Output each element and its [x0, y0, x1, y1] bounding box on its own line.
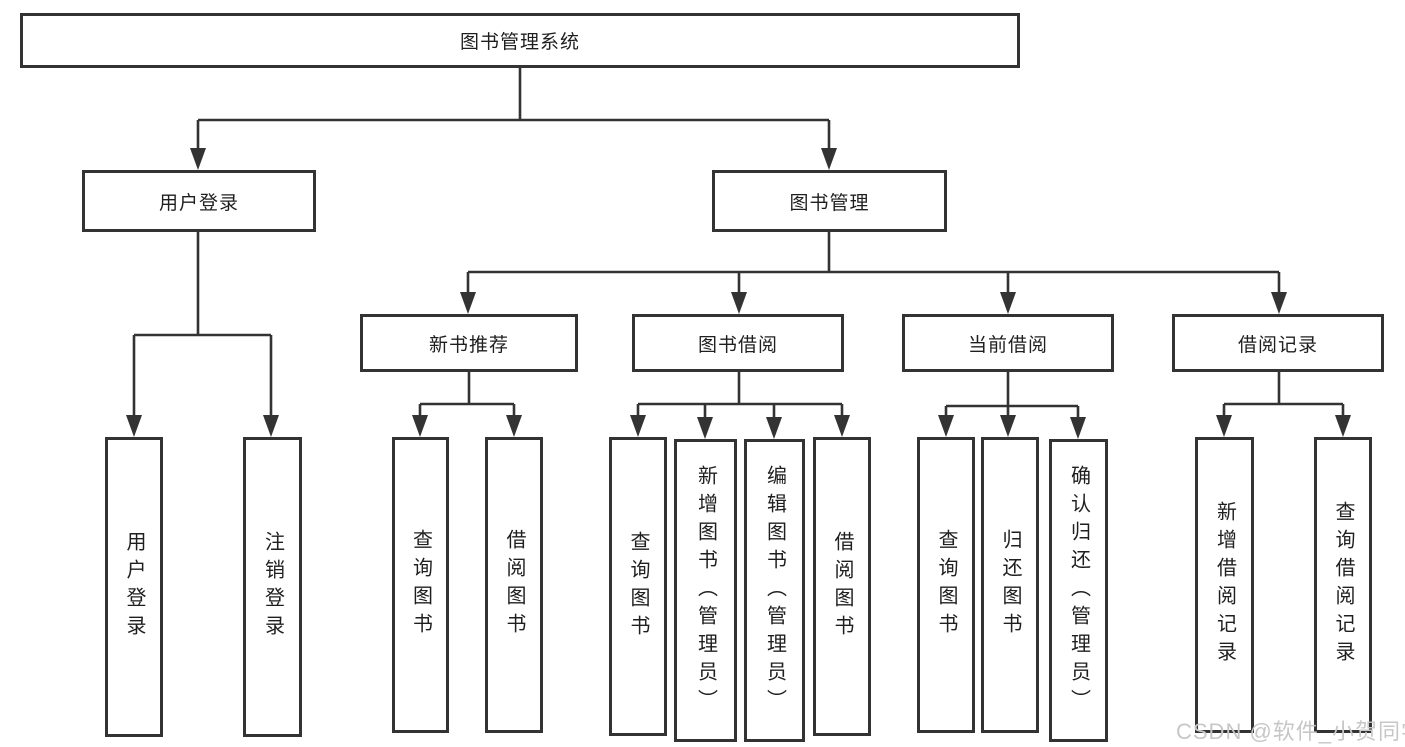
leaf-return-books: 归还图书 [981, 437, 1039, 733]
arrowhead-icon [697, 417, 713, 439]
node-book-management: 图书管理 [712, 170, 947, 232]
arrowhead-icon [834, 415, 850, 437]
leaf-query-books-recommend: 查询图书 [392, 437, 449, 733]
arrowhead-icon [630, 415, 646, 437]
arrowhead-icon [1000, 292, 1016, 314]
node-new-book-recommend: 新书推荐 [360, 314, 578, 372]
leaf-query-books-borrow: 查询图书 [609, 437, 667, 736]
leaf-add-books-admin: 新增图书（管理员） [674, 439, 737, 742]
connector-current-to-leaves [944, 372, 1080, 425]
leaf-borrow-books-recommend: 借阅图书 [485, 437, 543, 733]
arrowhead-icon [460, 292, 476, 314]
arrowhead-icon [1271, 292, 1287, 314]
leaf-edit-books-admin: 编辑图书（管理员） [744, 439, 805, 742]
node-book-borrowing: 图书借阅 [632, 314, 844, 372]
arrowhead-icon [1335, 415, 1351, 437]
arrowhead-icon [263, 415, 279, 437]
connector-record-to-leaves [1222, 372, 1345, 425]
arrowhead-icon [1000, 415, 1016, 437]
arrowhead-icon [190, 148, 206, 170]
connector-root-to-level2 [196, 68, 831, 158]
leaf-query-borrow-record: 查询借阅记录 [1314, 437, 1372, 733]
arrowhead-icon [412, 415, 428, 437]
leaf-add-borrow-record: 新增借阅记录 [1195, 437, 1254, 733]
node-borrowing-records: 借阅记录 [1172, 314, 1384, 372]
connector-newbook-to-leaves [418, 372, 516, 425]
connector-bookmgmt-to-level3 [466, 232, 1281, 302]
leaf-confirm-return-admin: 确认归还（管理员） [1049, 439, 1108, 742]
node-user-login: 用户登录 [82, 170, 316, 232]
leaf-borrow-books: 借阅图书 [813, 437, 871, 736]
arrowhead-icon [1216, 415, 1232, 437]
leaf-query-books-current: 查询图书 [917, 437, 975, 733]
connector-userlogin-to-leaves [132, 232, 273, 425]
arrowhead-icon [126, 415, 142, 437]
node-current-borrowing: 当前借阅 [902, 314, 1114, 372]
leaf-logout: 注销登录 [243, 437, 302, 737]
arrowhead-icon [766, 417, 782, 439]
arrowhead-icon [1070, 417, 1086, 439]
arrowhead-icon [506, 415, 522, 437]
leaf-user-login: 用户登录 [105, 437, 163, 737]
arrowhead-icon [821, 148, 837, 170]
arrowhead-icon [731, 292, 747, 314]
arrowhead-icon [938, 415, 954, 437]
node-root-library-system: 图书管理系统 [20, 13, 1020, 68]
arrowhead-icons [126, 148, 1351, 439]
connector-borrow-to-leaves [636, 372, 844, 425]
